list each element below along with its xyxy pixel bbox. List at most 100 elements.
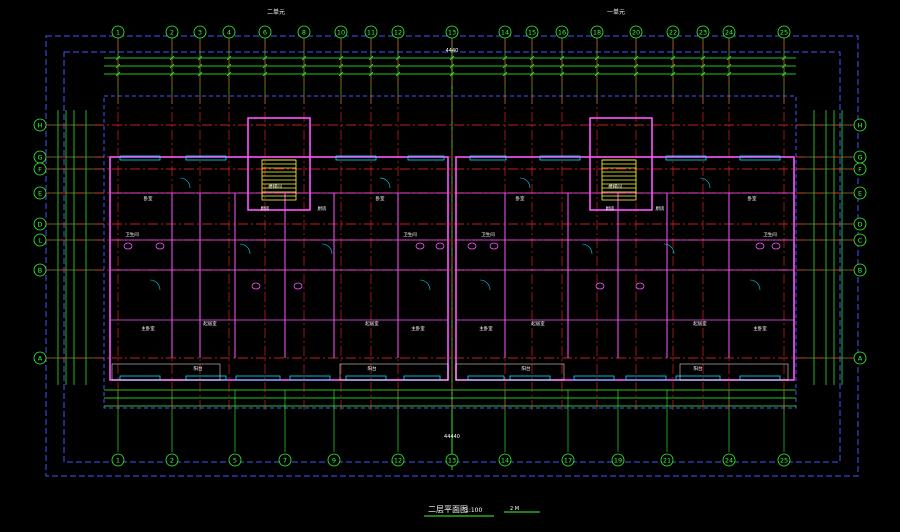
window-16 [573,375,615,381]
axis-top-bubble-23 [696,25,710,39]
fixture-11 [635,282,645,290]
fixture-2 [415,242,425,250]
axis-right-bubble-F [853,162,867,176]
tick-7 [368,71,374,77]
axis-top-bubble-13 [445,25,459,39]
axis-top-bubble-3 [193,25,207,39]
room-labels: 卧室起居室厨房卫生间阳台楼梯间主卧室卧室起居室厨房卫生间阳台主卧室卧室起居室厨房… [125,183,777,372]
stair-tower-left [247,117,311,211]
axis-left-label-H: H [38,122,43,130]
axis-bottom-label-5: 5 [233,457,237,465]
axis-bottom-bubble-5 [228,453,242,467]
axis-left-bubble-E [33,186,47,200]
window-7 [739,155,781,161]
axis-top-label-22: 22 [669,29,677,37]
door-swing-5 [321,243,333,255]
tick-6 [338,71,344,77]
axis-left-label-A: A [38,355,43,363]
room-label-15: 厨房 [606,205,615,212]
tick-15 [670,71,676,77]
axis-top-label-12: 12 [394,29,402,37]
room-label-23: 卫生间 [763,231,777,238]
axis-right-label-F: F [858,166,862,174]
fixture-4 [467,242,477,250]
axis-top-label-14: 14 [501,29,509,37]
window-17 [625,375,667,381]
axis-right-label-D: D [857,221,862,229]
axis-left-label-F: F [38,166,42,174]
axis-bottom-label-25: 25 [780,457,788,465]
axis-bottom-bubble-14 [498,453,512,467]
axis-right-bubble-H [853,118,867,132]
axis-bottom-label-9: 9 [332,457,336,465]
axis-bottom-label-14: 14 [501,457,509,465]
axis-top-bubble-2 [165,25,179,39]
room-label-9: 厨房 [318,205,327,212]
door-swing-2 [519,177,531,189]
axis-top-bubble-6 [258,25,272,39]
room-label-12: 主卧室 [411,325,425,332]
unit-label-right: 一单元 [607,8,625,16]
axis-top-bubble-15 [525,25,539,39]
tick-0 [115,71,121,77]
balcony-2 [455,363,565,381]
axis-left-bubble-D [33,217,47,231]
axis-top-label-11: 11 [367,29,375,37]
axis-left-bubble-F [33,162,47,176]
fixture-0 [123,242,133,250]
axis-top-label-3: 3 [198,29,202,37]
balcony-3 [679,363,789,381]
axis-top-label-8: 8 [302,29,306,37]
axis-bottom-label-19: 19 [614,457,622,465]
axis-top-bubble-22 [666,25,680,39]
axis-top-label-25: 25 [780,29,788,37]
window-0 [119,155,161,161]
axis-top-bubble-25 [777,25,791,39]
axis-top-bubble-1 [111,25,125,39]
window-2 [335,155,377,161]
axis-bottom-bubble-1 [111,453,125,467]
window-11 [289,375,331,381]
wall-outline-left [109,156,449,381]
stair-frame-1 [601,159,637,201]
axis-right-bubble-C [853,233,867,247]
room-label-24: 阳台 [694,365,703,372]
overall-dimension-top: 4440 [446,48,459,54]
axis-right-label-B: B [858,267,862,275]
axis-bottom-bubble-2 [165,453,179,467]
room-label-18: 楼梯间 [608,183,622,190]
axis-left-label-D: D [37,221,42,229]
axis-left-bubble-B [33,263,47,277]
axis-bottom-bubble-12 [391,453,405,467]
room-label-22: 厨房 [656,205,665,212]
balcony-1 [339,363,449,381]
balcony-0 [111,363,221,381]
tick-1 [169,71,175,77]
axis-left-bubble-H [33,118,47,132]
axis-top-label-13: 13 [448,29,456,37]
room-label-2: 厨房 [261,205,270,212]
room-label-16: 卫生间 [481,231,495,238]
axis-left-label-B: B [38,267,42,275]
wall-outline-right [455,156,795,381]
axis-bottom-bubble-17 [561,453,575,467]
door-swing-10 [479,279,491,291]
axis-top-bubble-24 [722,25,736,39]
axis-bottom-label-1: 1 [116,457,120,465]
axis-bottom-label-2: 2 [170,457,174,465]
room-label-13: 卧室 [516,195,525,202]
room-label-25: 主卧室 [753,325,767,332]
room-label-17: 阳台 [522,365,531,372]
window-1 [185,155,227,161]
axis-bottom-bubble-24 [722,453,736,467]
room-label-6: 主卧室 [141,325,155,332]
axis-top-label-23: 23 [699,29,707,37]
door-swing-9 [419,279,431,291]
room-label-7: 卧室 [376,195,385,202]
walls [109,117,795,381]
axis-left-label-E: E [38,190,42,198]
drawing-title: 二层平面图 [428,505,468,514]
